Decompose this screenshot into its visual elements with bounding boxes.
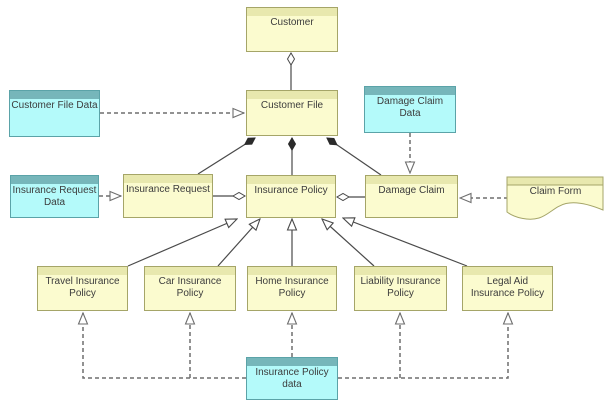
node-car-insurance-policy[interactable]: Car Insurance Policy [144,266,236,311]
node-insurance-request-data[interactable]: Insurance Request Data [10,175,99,218]
node-header [247,91,337,99]
node-label: Claim Form [529,186,582,197]
edge-spec-legal-aid [343,218,468,267]
node-customer-file-data[interactable]: Customer File Data [9,90,100,137]
node-label: Insurance Policy data [255,367,329,390]
node-label: Customer File Data [11,100,98,111]
node-insurance-policy-data[interactable]: Insurance Policy data [246,357,338,400]
node-damage-claim-data[interactable]: Damage Claim Data [364,86,456,133]
node-header [124,175,212,183]
node-header [355,267,446,275]
node-header [365,87,455,95]
node-label: Insurance Request [126,184,210,195]
node-customer[interactable]: Customer [246,7,338,52]
edge-real-ipd-legal-aid [338,313,508,379]
node-label: Insurance Request Data [12,185,97,208]
edge-spec-car [217,219,260,267]
node-label: Home Insurance Policy [255,276,329,299]
node-insurance-policy[interactable]: Insurance Policy [246,175,336,218]
node-header [463,267,552,275]
node-header [11,176,98,184]
node-customer-file[interactable]: Customer File [246,90,338,136]
edge-spec-travel [127,219,237,267]
node-header [247,8,337,16]
edge-spec-liability [322,219,375,267]
node-claim-form[interactable]: Claim Form [506,176,605,224]
edge-composition-insurance-request [197,137,256,175]
node-label: Insurance Policy [254,185,328,196]
node-legal-aid-insurance-policy[interactable]: Legal Aid Insurance Policy [462,266,553,311]
node-header [366,176,457,184]
node-label: Car Insurance Policy [158,276,222,299]
edge-composition-damage-claim [326,137,382,176]
node-home-insurance-policy[interactable]: Home Insurance Policy [247,266,337,311]
node-label: Travel Insurance Policy [45,276,120,299]
node-liability-insurance-policy[interactable]: Liability Insurance Policy [354,266,447,311]
node-label: Damage Claim [378,185,445,196]
node-header [247,358,337,366]
node-header [38,267,127,275]
node-damage-claim[interactable]: Damage Claim [365,175,458,218]
node-travel-insurance-policy[interactable]: Travel Insurance Policy [37,266,128,311]
document-shape [506,176,604,220]
node-label: Legal Aid Insurance Policy [470,276,545,299]
node-insurance-request[interactable]: Insurance Request [123,174,213,218]
node-header [10,91,99,99]
node-label: Damage Claim Data [376,96,444,119]
node-label: Customer File [260,100,324,111]
node-header [247,176,335,184]
node-header [145,267,235,275]
node-label: Customer [270,17,314,28]
edge-real-ipd-travel [83,313,246,379]
node-header [248,267,336,275]
node-label: Liability Insurance Policy [360,276,441,299]
